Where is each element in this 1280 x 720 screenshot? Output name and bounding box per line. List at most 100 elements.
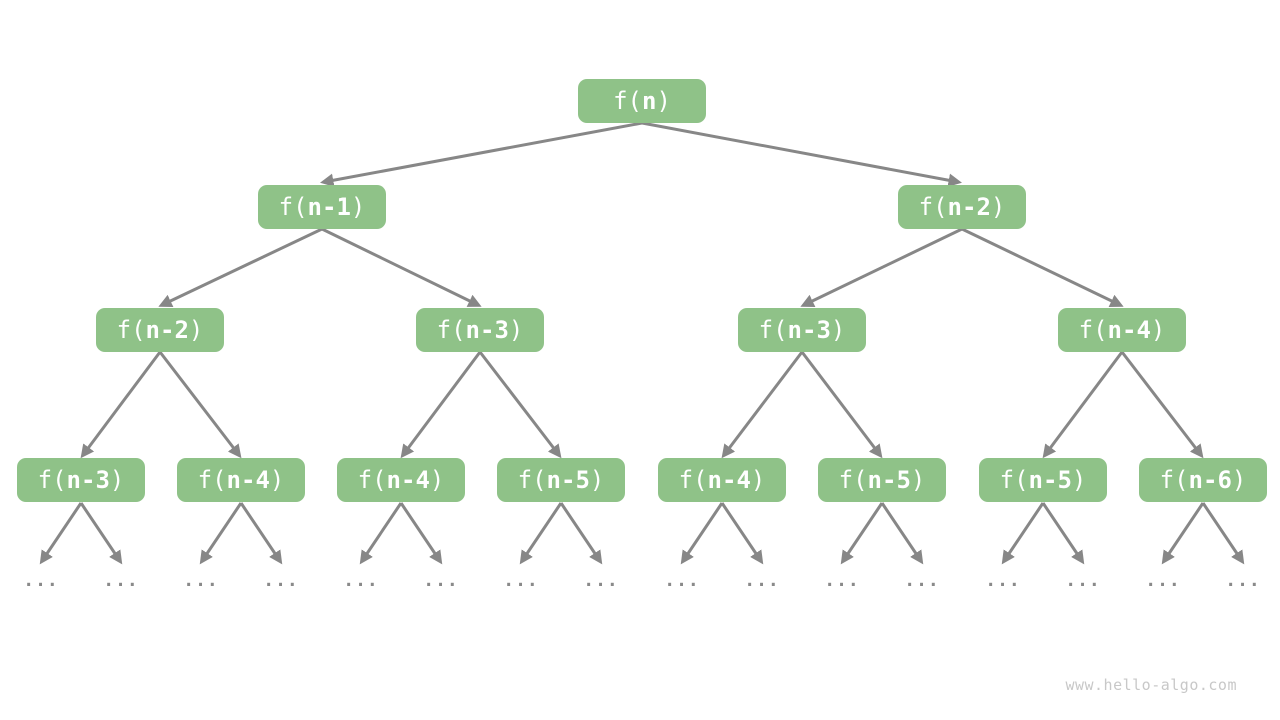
- ellipsis: ...: [1065, 570, 1101, 591]
- edge-arrow: [400, 351, 482, 459]
- node-label-prefix: f(: [436, 316, 466, 344]
- node-label-prefix: f(: [116, 316, 146, 344]
- edge-arrow: [478, 351, 562, 459]
- ellipsis: ...: [183, 570, 219, 591]
- tree-node: f(n-1): [258, 185, 386, 229]
- edge-arrow: [239, 502, 283, 565]
- ellipsis: ...: [503, 570, 539, 591]
- tree-node: f(n-3): [17, 458, 145, 502]
- tree-node: f(n-4): [658, 458, 786, 502]
- edge-arrow: [1201, 502, 1245, 565]
- node-label-suffix: ): [750, 466, 766, 494]
- ellipsis: ...: [343, 570, 379, 591]
- edge-arrow: [641, 121, 962, 187]
- edge-arrow: [399, 502, 443, 565]
- node-label-arg: n-1: [307, 193, 351, 221]
- tree-node: f(n-5): [818, 458, 946, 502]
- node-label-arg: n-4: [707, 466, 751, 494]
- edge-arrow: [158, 227, 323, 308]
- edge-arrow: [320, 121, 643, 187]
- edge-arrow: [1161, 502, 1205, 565]
- ellipsis: ...: [1145, 570, 1181, 591]
- node-label-suffix: ): [1150, 316, 1166, 344]
- edge-arrow: [80, 351, 162, 459]
- edge-arrow: [519, 502, 563, 565]
- node-label-prefix: f(: [613, 87, 642, 115]
- edge-arrow: [720, 502, 764, 565]
- node-label-prefix: f(: [758, 316, 788, 344]
- edge-arrow: [39, 502, 83, 565]
- edge-arrow: [321, 227, 482, 307]
- node-label-suffix: ): [990, 193, 1006, 221]
- node-label-prefix: f(: [1159, 466, 1189, 494]
- node-label-arg: n-4: [226, 466, 270, 494]
- node-label-suffix: ): [1231, 466, 1247, 494]
- ellipsis: ...: [664, 570, 700, 591]
- node-label-prefix: f(: [999, 466, 1029, 494]
- ellipsis: ...: [103, 570, 139, 591]
- node-label-arg: n-5: [546, 466, 590, 494]
- node-label-suffix: ): [350, 193, 366, 221]
- node-label-prefix: f(: [1078, 316, 1108, 344]
- tree-node: f(n-4): [337, 458, 465, 502]
- node-label-suffix: ): [656, 87, 671, 115]
- node-label-arg: n-6: [1188, 466, 1232, 494]
- node-label-prefix: f(: [678, 466, 708, 494]
- edge-arrow: [199, 502, 243, 565]
- ellipsis: ...: [583, 570, 619, 591]
- node-label-arg: n-5: [1028, 466, 1072, 494]
- node-label-prefix: f(: [197, 466, 227, 494]
- node-label-arg: n-4: [386, 466, 430, 494]
- node-label-suffix: ): [508, 316, 524, 344]
- node-label-arg: n-2: [947, 193, 991, 221]
- edge-arrow: [840, 502, 884, 565]
- ellipsis: ...: [423, 570, 459, 591]
- tree-node: f(n-5): [497, 458, 625, 502]
- edge-arrow: [1001, 502, 1045, 565]
- node-label-arg: n-3: [787, 316, 831, 344]
- node-label-arg: n: [642, 87, 657, 115]
- node-label-arg: n-3: [66, 466, 110, 494]
- edge-arrow: [800, 351, 883, 459]
- edge-arrow: [1041, 502, 1085, 565]
- ellipsis: ...: [23, 570, 59, 591]
- edge-arrow: [359, 502, 403, 565]
- ellipsis: ...: [744, 570, 780, 591]
- node-label-suffix: ): [589, 466, 605, 494]
- node-label-prefix: f(: [918, 193, 948, 221]
- tree-node-root: f(n): [578, 79, 706, 123]
- watermark: www.hello-algo.com: [1065, 676, 1237, 694]
- node-label-prefix: f(: [517, 466, 547, 494]
- edge-arrow: [800, 227, 963, 307]
- tree-node: f(n-4): [177, 458, 305, 502]
- tree-node: f(n-2): [96, 308, 224, 352]
- ellipsis: ...: [824, 570, 860, 591]
- node-label-prefix: f(: [37, 466, 67, 494]
- node-label-prefix: f(: [357, 466, 387, 494]
- edge-arrow: [79, 502, 123, 565]
- edge-arrow: [1042, 351, 1124, 459]
- tree-node: f(n-3): [416, 308, 544, 352]
- node-label-suffix: ): [109, 466, 125, 494]
- node-label-prefix: f(: [278, 193, 308, 221]
- tree-node: f(n-6): [1139, 458, 1267, 502]
- edge-arrow: [880, 502, 924, 565]
- edge-arrow: [680, 502, 724, 565]
- edge-arrow: [961, 227, 1124, 307]
- ellipsis: ...: [985, 570, 1021, 591]
- node-label-suffix: ): [830, 316, 846, 344]
- node-label-arg: n-4: [1107, 316, 1151, 344]
- node-label-arg: n-5: [867, 466, 911, 494]
- edge-arrow: [559, 502, 603, 565]
- tree-node: f(n-2): [898, 185, 1026, 229]
- node-label-suffix: ): [1071, 466, 1087, 494]
- tree-node: f(n-3): [738, 308, 866, 352]
- edge-arrow: [158, 351, 242, 459]
- ellipsis: ...: [904, 570, 940, 591]
- tree-node: f(n-4): [1058, 308, 1186, 352]
- node-label-arg: n-3: [465, 316, 509, 344]
- edge-arrow: [1120, 351, 1204, 459]
- ellipsis: ...: [1225, 570, 1261, 591]
